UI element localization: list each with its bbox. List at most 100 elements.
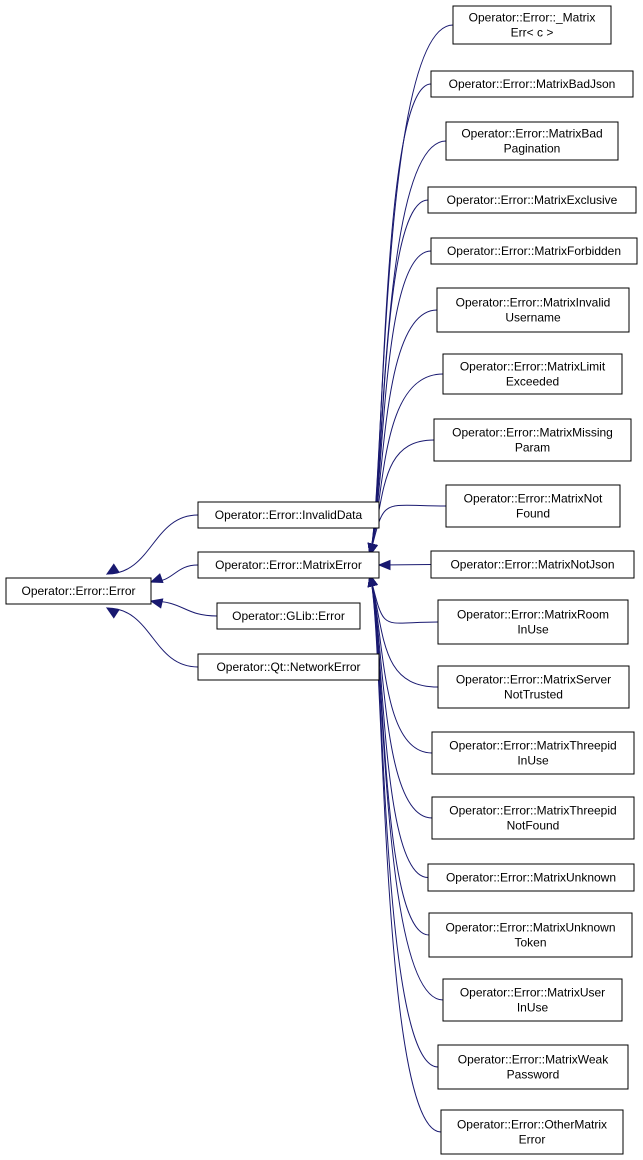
class-node-box — [197, 551, 380, 579]
class-node-label: Operator::Error::MatrixThreepid — [449, 739, 616, 753]
class-node-label: Operator::Error::MatrixError — [215, 558, 362, 572]
class-node-label: Pagination — [504, 142, 561, 156]
class-node-label: Token — [514, 936, 546, 950]
class-node-label: InUse — [517, 754, 549, 768]
arrowhead-icon — [149, 573, 164, 584]
inheritance-edge — [369, 574, 442, 1133]
class-node-box — [5, 577, 152, 605]
class-node-label: Param — [515, 441, 550, 455]
class-node-box — [452, 5, 612, 45]
class-node-box — [431, 731, 635, 775]
class-node-label: Operator::Error::Error — [21, 584, 135, 598]
class-node-label: Operator::Error::MatrixUnknown — [445, 921, 615, 935]
inheritance-edge — [369, 504, 447, 556]
class-node-box — [197, 653, 380, 681]
class-node-label: Operator::Error::MatrixServer — [456, 673, 611, 687]
arrowhead-icon — [149, 598, 164, 609]
class-node-invaliddata[interactable]: Operator::Error::InvalidData — [197, 501, 380, 529]
arrowhead-icon — [377, 559, 391, 571]
class-node-error[interactable]: Operator::Error::Error — [5, 577, 152, 605]
class-node-label: NotTrusted — [504, 688, 563, 702]
class-node-box — [440, 1109, 624, 1155]
class-node-label: Username — [505, 311, 561, 325]
class-node-label: InUse — [517, 1001, 549, 1015]
arrowhead-icon — [105, 607, 120, 619]
class-node-label: Err< c > — [511, 26, 554, 40]
class-node-m-matrixerr[interactable]: Operator::Error::_MatrixErr< c > — [452, 5, 612, 45]
class-node-box — [431, 796, 635, 840]
class-node-label: Operator::Error::MatrixWeak — [458, 1053, 609, 1067]
class-node-m-badjson[interactable]: Operator::Error::MatrixBadJson — [430, 70, 634, 98]
class-node-label: Operator::Error::OtherMatrix — [457, 1118, 607, 1132]
inheritance-edge — [369, 574, 433, 754]
class-node-label: Operator::Error::InvalidData — [215, 508, 363, 522]
class-node-box — [428, 912, 633, 958]
class-node-matrixerror[interactable]: Operator::Error::MatrixError — [197, 551, 380, 579]
nodes-layer: Operator::Error::Error Operator::Error::I… — [5, 5, 638, 1155]
class-node-box — [437, 599, 629, 645]
class-node-label: Operator::Error::MatrixNotJson — [450, 558, 614, 572]
class-node-label: Error — [519, 1133, 546, 1147]
class-node-box — [433, 418, 632, 462]
class-node-box — [442, 978, 623, 1022]
inheritance-edge — [106, 514, 199, 575]
class-node-box — [445, 484, 621, 528]
class-node-m-unknown[interactable]: Operator::Error::MatrixUnknown — [427, 863, 635, 892]
inheritance-edge — [369, 574, 439, 688]
class-node-label: Operator::Error::MatrixUnknown — [446, 871, 616, 885]
class-node-label: Operator::Error::MatrixThreepid — [449, 804, 616, 818]
class-node-label: Operator::Error::_Matrix — [469, 11, 596, 25]
class-node-box — [437, 665, 630, 709]
class-node-box — [436, 287, 630, 333]
class-node-box — [437, 1044, 629, 1090]
class-node-m-notjson[interactable]: Operator::Error::MatrixNotJson — [430, 550, 635, 579]
class-node-label: Operator::Error::MatrixBadJson — [449, 77, 616, 91]
class-node-label: Operator::Error::MatrixForbidden — [447, 244, 621, 258]
class-node-box — [445, 121, 619, 161]
arrowhead-icon — [105, 563, 120, 575]
class-node-box — [216, 602, 361, 630]
class-node-glib[interactable]: Operator::GLib::Error — [216, 602, 361, 630]
class-node-label: InUse — [517, 623, 549, 637]
class-node-box — [430, 550, 635, 579]
class-node-qtnet[interactable]: Operator::Qt::NetworkError — [197, 653, 380, 681]
class-node-label: Operator::Error::MatrixBad — [461, 127, 602, 141]
class-node-box — [427, 186, 637, 214]
inheritance-edge — [369, 574, 439, 624]
class-node-label: Operator::Error::MatrixLimit — [460, 360, 606, 374]
class-node-label: Operator::Error::MatrixUser — [460, 986, 605, 1000]
class-node-label: Operator::Error::MatrixRoom — [457, 608, 609, 622]
class-node-box — [197, 501, 380, 529]
class-node-box — [442, 353, 623, 395]
class-node-box — [427, 863, 635, 892]
class-node-label: NotFound — [507, 819, 560, 833]
class-node-m-forbidden[interactable]: Operator::Error::MatrixForbidden — [430, 237, 638, 265]
inheritance-edge — [369, 439, 435, 556]
class-node-label: Operator::Error::MatrixMissing — [452, 426, 613, 440]
class-node-box — [430, 70, 634, 98]
inheritance-edge — [369, 574, 439, 1068]
class-node-label: Operator::GLib::Error — [232, 609, 345, 623]
class-node-label: Found — [516, 507, 550, 521]
class-node-m-exclusive[interactable]: Operator::Error::MatrixExclusive — [427, 186, 637, 214]
class-node-box — [430, 237, 638, 265]
class-node-label: Operator::Error::MatrixInvalid — [456, 296, 611, 310]
class-node-label: Operator::Error::MatrixExclusive — [447, 193, 618, 207]
class-node-label: Operator::Error::MatrixNot — [464, 492, 603, 506]
class-node-label: Operator::Qt::NetworkError — [216, 660, 360, 674]
class-node-label: Exceeded — [506, 375, 559, 389]
